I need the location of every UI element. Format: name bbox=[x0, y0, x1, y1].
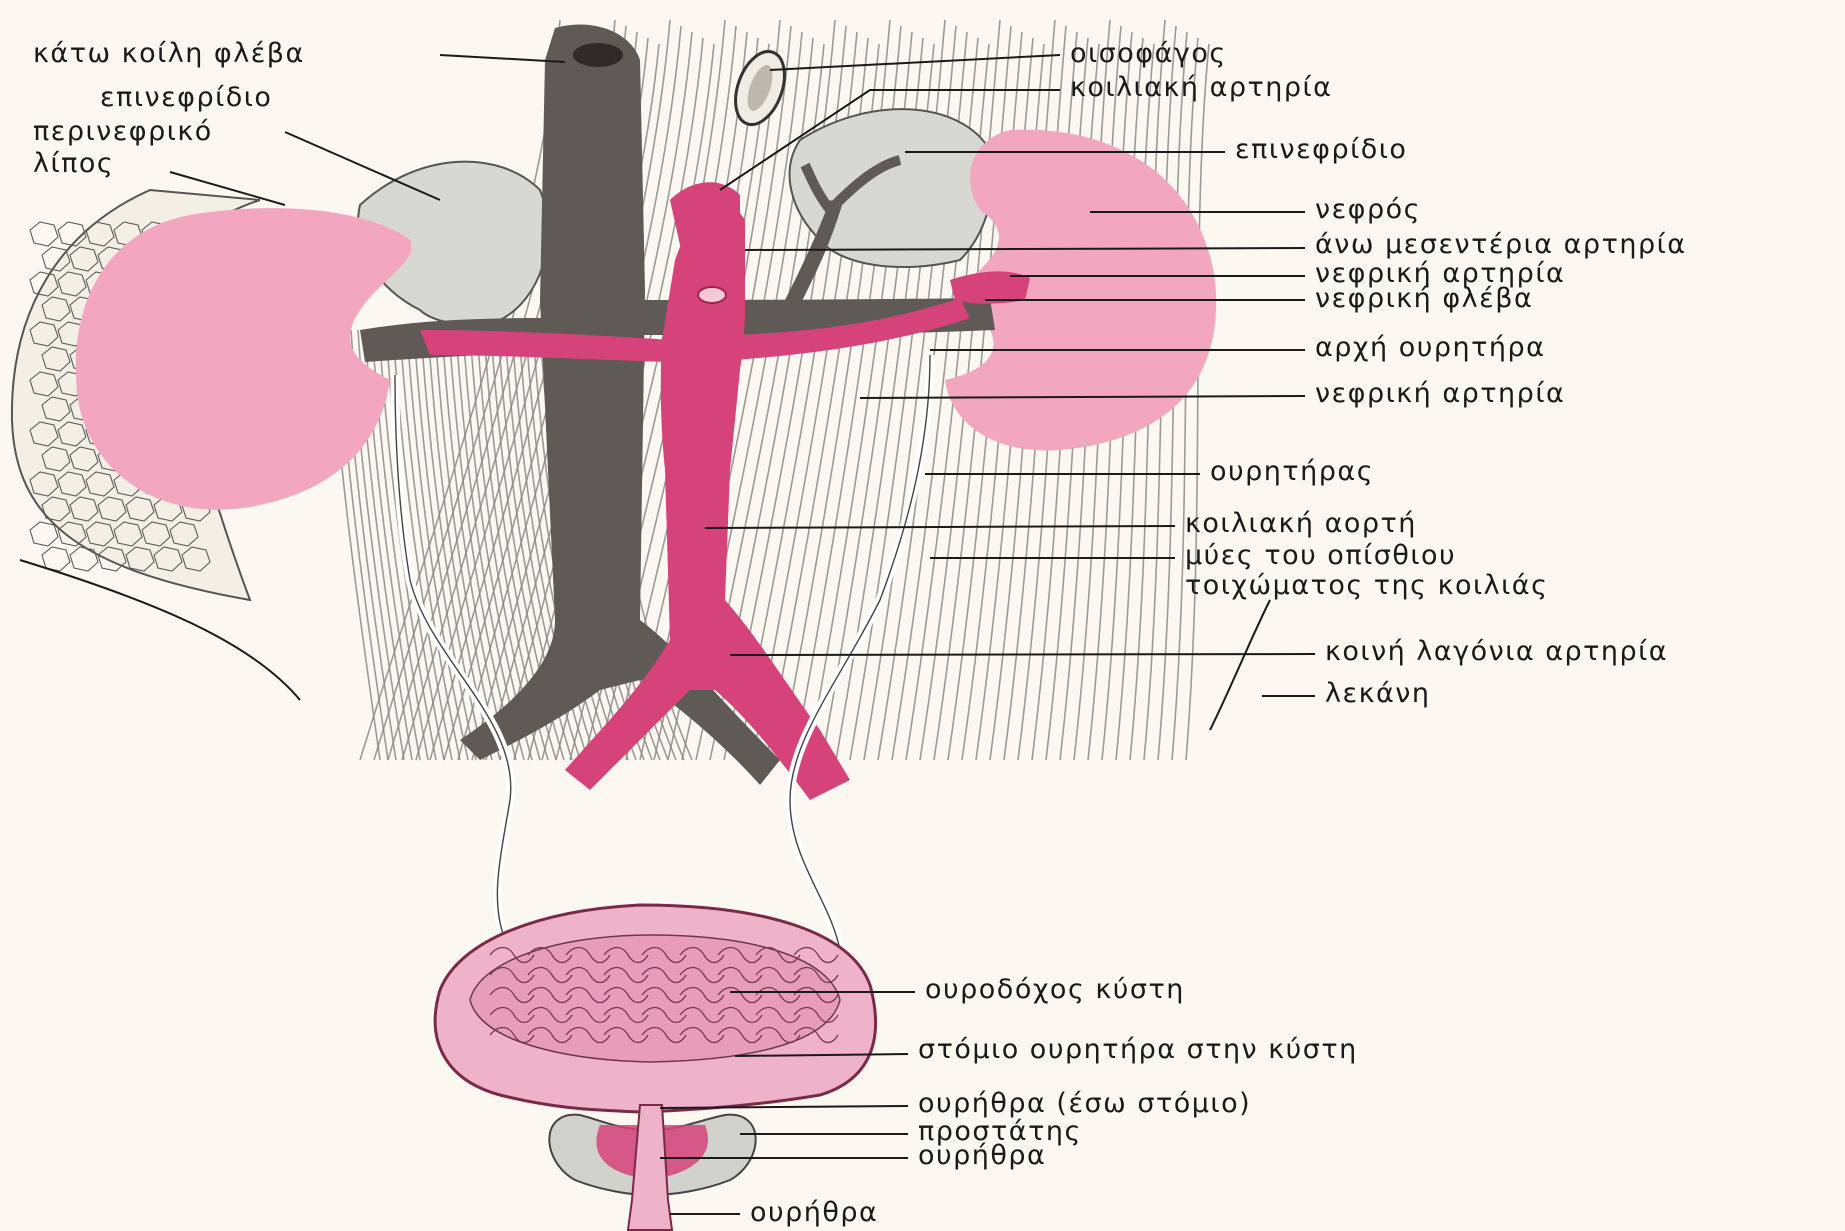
label-urethra-internal: ουρήθρα (έσω στόμιο) bbox=[918, 1088, 1251, 1119]
label-pelvis: λεκάνη bbox=[1325, 678, 1430, 709]
label-ureter-origin: αρχή ουρητήρα bbox=[1315, 332, 1545, 363]
label-perirenal-fat-2: λίπος bbox=[33, 148, 114, 179]
label-adrenal-right: επινεφρίδιο bbox=[1235, 134, 1407, 165]
pelvis-outline-right bbox=[1210, 600, 1270, 730]
label-common-iliac: κοινή λαγόνια αρτηρία bbox=[1325, 636, 1668, 667]
leader-common-iliac bbox=[730, 654, 1315, 655]
label-celiac-artery: κοιλιακή αρτηρία bbox=[1070, 72, 1332, 103]
label-muscles-2: τοιχώματος της κοιλιάς bbox=[1185, 570, 1548, 601]
sma-origin bbox=[698, 287, 726, 303]
label-ureter: ουρητήρας bbox=[1210, 456, 1374, 487]
pelvis-outline-left bbox=[20, 560, 300, 700]
label-ivc: κάτω κοίλη φλέβα bbox=[33, 38, 305, 69]
label-muscles-1: μύες του οπίσθιου bbox=[1185, 540, 1456, 571]
label-ureteric-orifice: στόμιο ουρητήρα στην κύστη bbox=[918, 1034, 1358, 1065]
leader-adrenal-left bbox=[285, 132, 440, 200]
label-perirenal-fat-1: περινεφρικό bbox=[33, 116, 213, 147]
urethra-tube bbox=[628, 1105, 672, 1230]
label-renal-artery-lower: νεφρική αρτηρία bbox=[1315, 378, 1565, 409]
leader-esophagus bbox=[770, 55, 1060, 70]
ivc-lumen bbox=[573, 43, 623, 67]
label-bladder: ουροδόχος κύστη bbox=[925, 974, 1185, 1005]
label-esophagus: οισοφάγος bbox=[1070, 38, 1227, 69]
label-urethra-1: ουρήθρα bbox=[918, 1140, 1046, 1171]
leader-abdominal-aorta bbox=[705, 526, 1175, 528]
label-sup-mesenteric: άνω μεσεντέρια αρτηρία bbox=[1315, 229, 1687, 260]
kidney-left bbox=[76, 208, 412, 510]
label-urethra-2: ουρήθρα bbox=[750, 1197, 878, 1228]
label-kidney: νεφρός bbox=[1315, 194, 1421, 225]
label-adrenal-left: επινεφρίδιο bbox=[100, 82, 272, 113]
label-abdominal-aorta: κοιλιακή αορτή bbox=[1185, 508, 1417, 539]
label-renal-vein: νεφρική φλέβα bbox=[1315, 283, 1533, 314]
